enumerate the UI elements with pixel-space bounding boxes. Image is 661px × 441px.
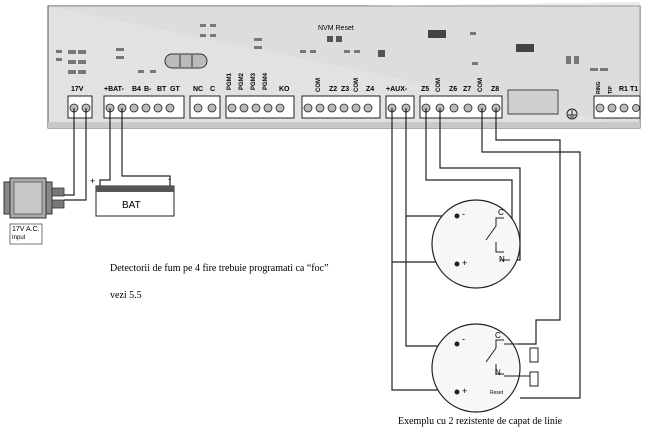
- note-programming: Detectorii de fum pe 4 fire trebuie prog…: [110, 263, 329, 274]
- terminal-z4-label: Z4: [366, 86, 375, 93]
- detector1-n-label: N: [499, 255, 505, 264]
- detector2-n-label: N: [495, 368, 501, 377]
- terminal-t1-label: T1: [630, 86, 639, 93]
- caption: Exemplu cu 2 rezistente de capat de lini…: [398, 416, 563, 427]
- terminal-r1-label: R1: [619, 86, 628, 93]
- detector1-plus-label: +: [462, 258, 468, 268]
- battery-label: BAT: [122, 200, 141, 211]
- ground-icon: [566, 108, 578, 120]
- terminal-com3-label: COM: [436, 78, 442, 92]
- terminal-com4-label: COM: [478, 78, 484, 92]
- terminal-b-label: B-: [144, 86, 152, 93]
- detector2-minus-label: -: [462, 334, 465, 344]
- transformer-icon: [3, 177, 65, 245]
- smoke-detector-1: [431, 199, 521, 289]
- terminal-z2-label: Z2: [329, 86, 338, 93]
- transformer-label: 17V A.C.: [12, 226, 40, 233]
- terminal-z5-label: Z5: [421, 86, 430, 93]
- terminal-aux-label: +AUX-: [386, 86, 408, 93]
- battery-minus: -: [168, 174, 171, 184]
- detector2-c-label: C: [495, 331, 501, 340]
- nvm-reset-pin-1: [327, 36, 333, 42]
- detector2-reset-label: Reset: [490, 390, 504, 396]
- transformer-input-label: Input: [12, 235, 26, 241]
- control-panel-board: [47, 2, 641, 129]
- terminal-gt-label: GT: [170, 86, 180, 93]
- terminal-bat-label: +BAT-: [104, 86, 124, 93]
- terminal-z3-label: Z3: [341, 86, 350, 93]
- terminal-ko-label: KO: [279, 86, 290, 93]
- wiring: [64, 108, 581, 399]
- terminal-17v-label: 17V: [71, 86, 84, 93]
- terminal-nc-label: NC: [193, 86, 204, 93]
- terminal-pgm1-label: PGM1: [227, 72, 233, 90]
- board-components: [56, 24, 608, 74]
- resistor-2: [529, 371, 539, 387]
- detector2-plus-label: +: [462, 386, 468, 396]
- nvm-reset-pin-2: [336, 36, 342, 42]
- terminal-pgm2-label: PGM2: [239, 72, 245, 90]
- nvm-reset-label: NVM Reset: [318, 25, 354, 32]
- battery-plus: +: [90, 176, 96, 186]
- resistor-1: [529, 347, 539, 363]
- terminal-z7-label: Z7: [463, 86, 472, 93]
- terminal-com1-label: COM: [316, 78, 322, 92]
- smoke-detector-2: [431, 323, 539, 413]
- detector1-minus-label: -: [462, 209, 465, 219]
- chip-2: [516, 44, 534, 52]
- crystal-module: [164, 53, 208, 69]
- terminal-z6-label: Z6: [449, 86, 458, 93]
- note-reference: vezi 5.5: [110, 290, 142, 301]
- terminal-bt-label: BT: [157, 86, 167, 93]
- terminal-b4-label: B4: [132, 86, 141, 93]
- terminal-com2-label: COM: [354, 78, 360, 92]
- terminal-pgm4-label: PGM4: [263, 72, 269, 90]
- terminal-c-label: C: [210, 86, 216, 93]
- battery-icon: [95, 185, 175, 217]
- terminal-tip-label: TIP: [608, 86, 614, 94]
- terminal-z8-label: Z8: [491, 86, 500, 93]
- chip-1: [428, 30, 446, 38]
- detector1-c-label: C: [498, 208, 504, 217]
- terminal-ring-label: RING: [596, 81, 602, 95]
- relay-block: [507, 89, 559, 115]
- terminal-pgm3-label: PGM3: [251, 72, 257, 90]
